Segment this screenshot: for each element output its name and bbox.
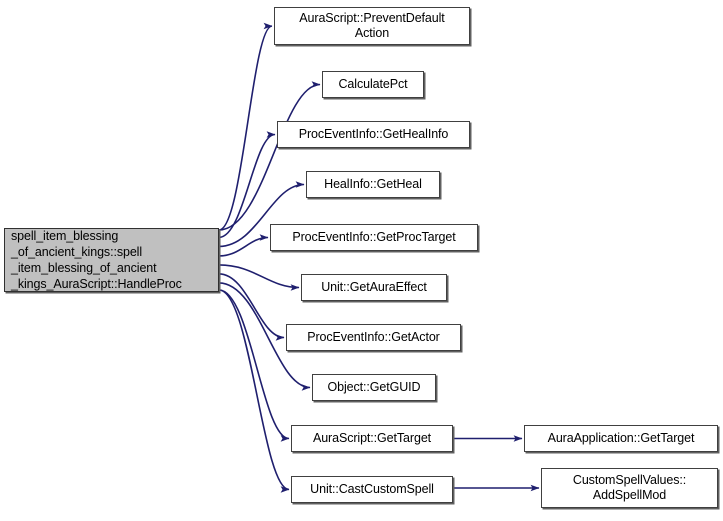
node-unit-castcustomspell[interactable]: Unit::CastCustomSpell (291, 476, 453, 503)
node-unit-getauraeffect-label: Unit::GetAuraEffect (321, 280, 427, 294)
node-aurascript-gettarget[interactable]: AuraScript::GetTarget (291, 425, 453, 452)
node-customspellvalues-addspellmod[interactable]: CustomSpellValues:: AddSpellMod (541, 468, 718, 508)
edge-root-to-castcustomspell (218, 289, 290, 493)
node-unit-castcustomspell-label: Unit::CastCustomSpell (310, 482, 434, 496)
edge-root-to-getactor (218, 273, 285, 341)
node-proceventinfo-gethealinfo[interactable]: ProcEventInfo::GetHealInfo (277, 121, 470, 148)
node-calculatepct[interactable]: CalculatePct (322, 71, 424, 98)
node-auraapplication-gettarget-label: AuraApplication::GetTarget (547, 431, 695, 445)
node-aurascript-preventdefaultaction[interactable]: AuraScript::PreventDefault Action (274, 7, 470, 45)
node-calculatepct-label: CalculatePct (338, 77, 408, 91)
node-object-getguid[interactable]: Object::GetGUID (312, 374, 436, 401)
edge-root-to-calculatepct (218, 81, 321, 231)
node-proceventinfo-getactor[interactable]: ProcEventInfo::GetActor (286, 324, 461, 351)
edge-root-to-getproctarget (218, 234, 269, 257)
edge-root-to-gethealinfo (218, 131, 276, 239)
node-auraapplication-gettarget[interactable]: AuraApplication::GetTarget (524, 425, 718, 452)
node-aurascript-preventdefaultaction-label: AuraScript::PreventDefault Action (299, 11, 445, 40)
node-object-getguid-label: Object::GetGUID (327, 380, 421, 394)
edge-root-to-getauraeffect (218, 264, 300, 291)
node-healinfo-getheal-label: HealInfo::GetHeal (324, 177, 422, 191)
node-aurascript-gettarget-label: AuraScript::GetTarget (312, 431, 432, 445)
node-healinfo-getheal[interactable]: HealInfo::GetHeal (306, 171, 440, 198)
node-handleproc-label: spell_item_blessing _of_ancient_kings::s… (11, 229, 182, 291)
edge-root-to-preventdefaultaction (218, 22, 273, 231)
edge-root-to-aurascript-gettarget (218, 289, 290, 442)
node-unit-getauraeffect[interactable]: Unit::GetAuraEffect (301, 274, 447, 301)
node-proceventinfo-getproctarget[interactable]: ProcEventInfo::GetProcTarget (270, 224, 478, 251)
node-customspellvalues-addspellmod-label: CustomSpellValues:: AddSpellMod (572, 473, 687, 502)
node-handleproc[interactable]: spell_item_blessing _of_ancient_kings::s… (4, 228, 219, 292)
node-proceventinfo-gethealinfo-label: ProcEventInfo::GetHealInfo (298, 127, 449, 141)
node-proceventinfo-getactor-label: ProcEventInfo::GetActor (307, 330, 440, 344)
node-proceventinfo-getproctarget-label: ProcEventInfo::GetProcTarget (292, 230, 456, 244)
